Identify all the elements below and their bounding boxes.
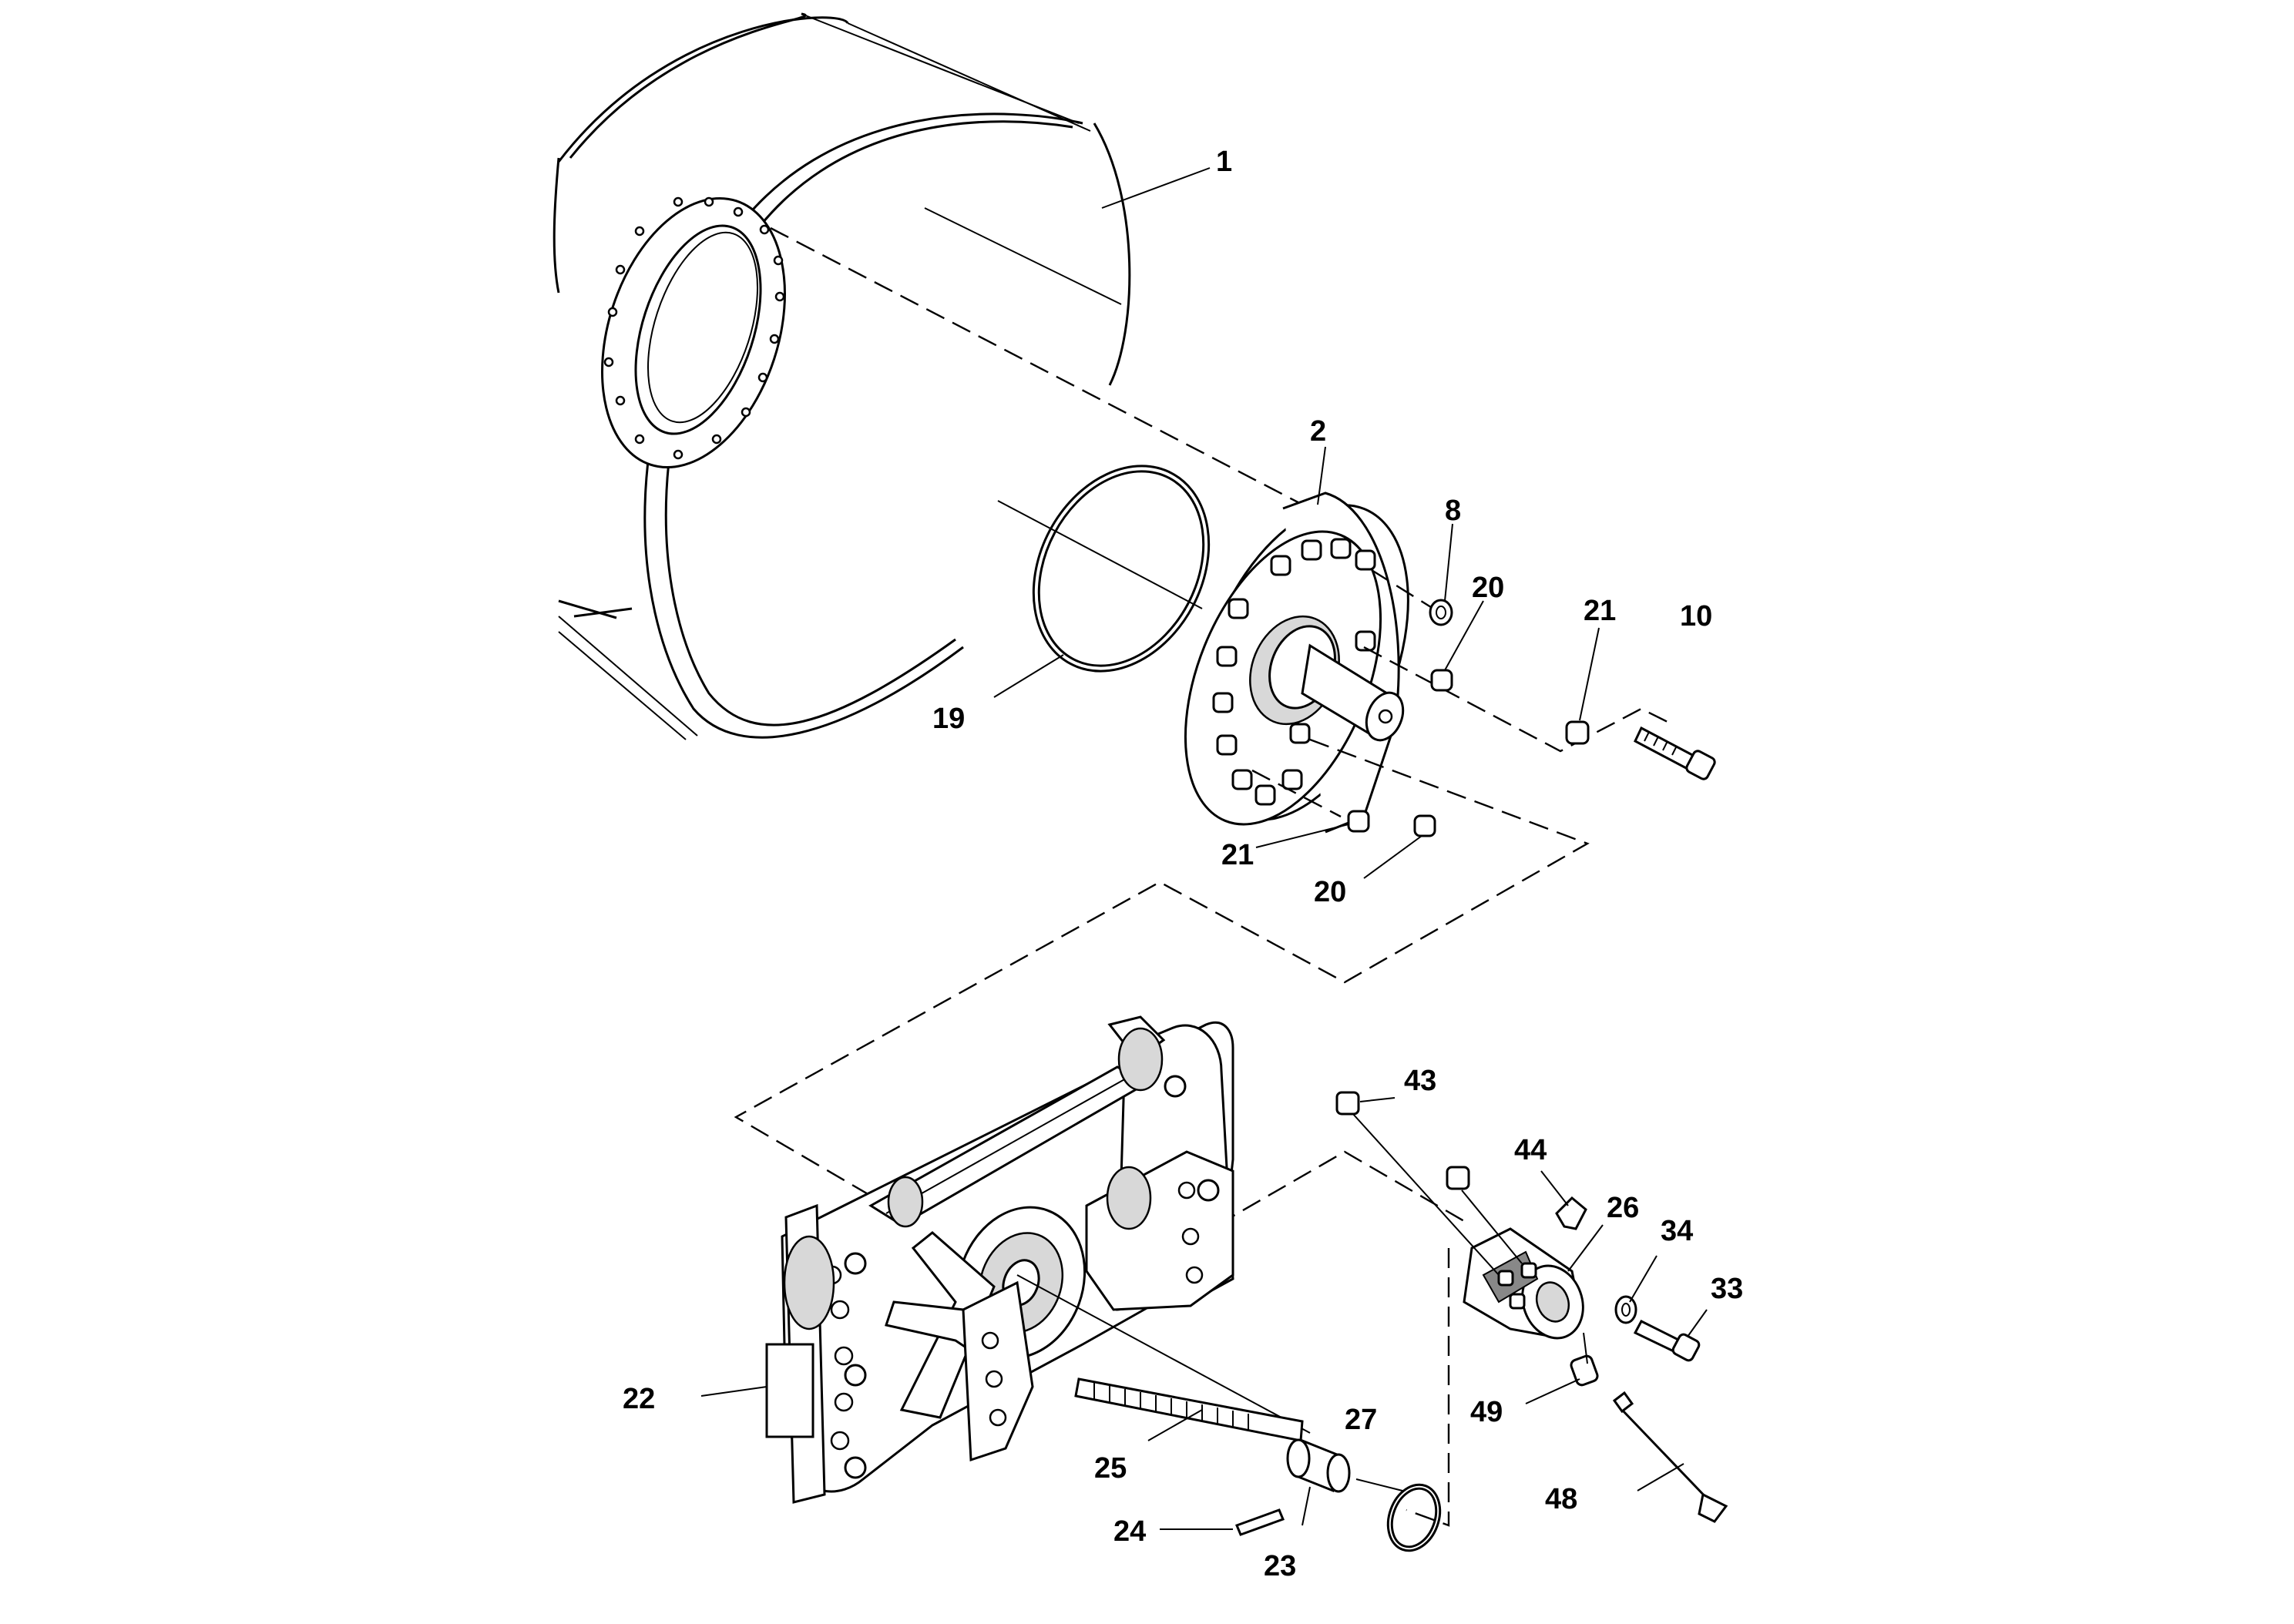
motor-26 (1463, 1227, 1584, 1340)
axis-line-oring (997, 500, 1203, 609)
callout-2: 2 (1310, 415, 1326, 448)
fitting-43-line-a (1352, 1112, 1500, 1276)
nut-21-upper (1565, 720, 1590, 745)
washer-34 (1614, 1295, 1637, 1324)
callout-43: 43 (1404, 1065, 1436, 1097)
frame-22 (765, 1015, 1234, 1504)
axis-line-lower-bolts (1251, 769, 1342, 818)
leader-lines (700, 167, 1708, 1530)
hub-studs (1212, 538, 1376, 806)
plug-49 (1570, 1354, 1599, 1387)
fitting-43-upper (1335, 1091, 1360, 1116)
nut-20-upper (1430, 669, 1453, 692)
callout-33: 33 (1711, 1273, 1743, 1305)
bolt-10 (1634, 726, 1716, 780)
callout-labels: 1 2 8 20 21 10 19 21 20 43 44 26 34 33 2… (623, 146, 1743, 1582)
axis-line-motor-down (1406, 1248, 1450, 1527)
pin-24 (1235, 1508, 1285, 1536)
axis-line-drum-hub (770, 226, 1311, 510)
axis-line-frame-to-motor (1217, 1150, 1465, 1226)
o-ring-27 (1386, 1483, 1442, 1552)
callout-21-lower: 21 (1221, 839, 1254, 871)
callout-48: 48 (1545, 1483, 1577, 1515)
axis-line-plug (1583, 1332, 1588, 1364)
washer-8 (1429, 599, 1453, 626)
callout-23: 23 (1264, 1550, 1296, 1582)
callout-44: 44 (1514, 1134, 1547, 1166)
callout-20-upper: 20 (1472, 572, 1504, 604)
axis-line-shaft (1016, 1274, 1311, 1434)
callout-8: 8 (1445, 495, 1461, 527)
fitting-43-line-b (1461, 1189, 1523, 1264)
nut-20-lower (1413, 814, 1436, 837)
callout-26: 26 (1607, 1192, 1639, 1224)
callout-49: 49 (1470, 1396, 1503, 1428)
elbow-44 (1555, 1196, 1587, 1230)
sensor-48 (1612, 1391, 1728, 1523)
callout-10: 10 (1680, 600, 1712, 632)
callout-27: 27 (1345, 1404, 1377, 1436)
hub-2 (1184, 492, 1409, 834)
callout-19: 19 (932, 703, 965, 735)
nut-21-lower (1347, 810, 1370, 833)
fitting-43-lower (1446, 1166, 1470, 1190)
bolt-33 (1633, 1320, 1701, 1362)
callout-1: 1 (1216, 146, 1232, 178)
axis-line-hub-to-frame (734, 738, 1590, 1200)
axis-line-8 (1371, 569, 1434, 610)
coupling-23 (1286, 1438, 1351, 1493)
callout-25: 25 (1094, 1452, 1127, 1485)
o-ring-19 (1032, 465, 1211, 673)
axis-line-10 (1363, 646, 1673, 753)
drum-flange-ring (601, 196, 786, 469)
callout-20-lower: 20 (1314, 876, 1346, 908)
callout-22: 22 (623, 1383, 655, 1415)
callout-34: 34 (1661, 1215, 1693, 1247)
callout-21-upper: 21 (1584, 595, 1616, 627)
callout-24: 24 (1113, 1515, 1146, 1548)
